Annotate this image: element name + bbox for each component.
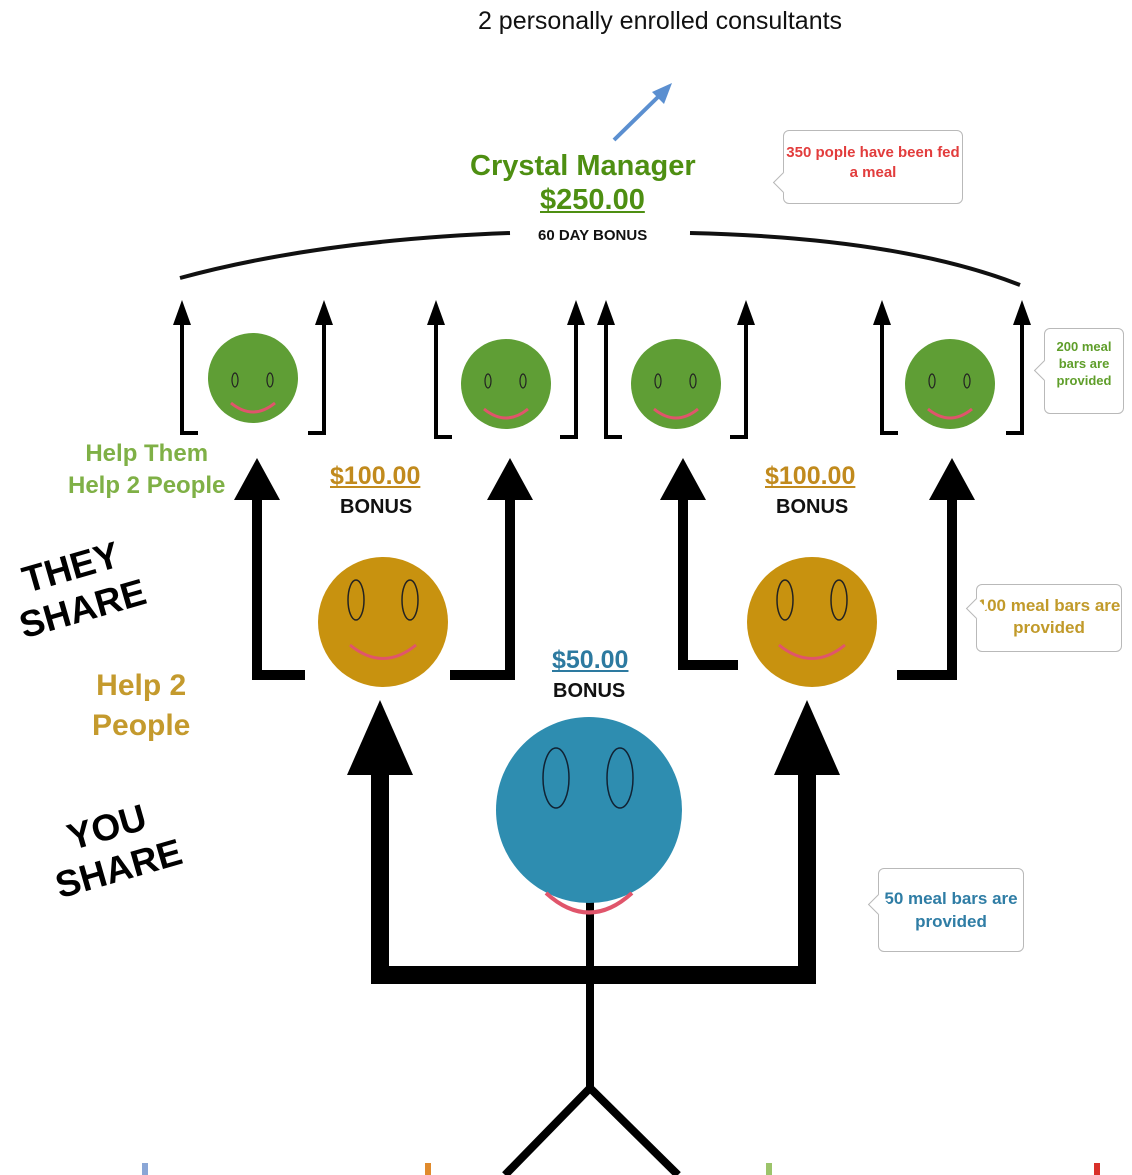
- level1-bonus-amount: $50.00: [552, 646, 629, 674]
- personally-enrolled-note: 2 personally enrolled consultants: [477, 7, 843, 35]
- meals-fed-callout: 350 pople have been fed a meal: [772, 130, 963, 204]
- you-face-icon: [496, 717, 682, 915]
- bonus-arc-right: [689, 231, 1021, 287]
- bars-100-text: 100 meal bars are provided: [977, 596, 1121, 637]
- help-two-people-label: Help 2 People: [92, 669, 191, 742]
- level3-face-icon-4: [905, 339, 995, 429]
- level1-arrow-right: [774, 700, 840, 775]
- level3-face-icon-1: [208, 333, 298, 423]
- level2-bonus-label-right: BONUS: [776, 496, 849, 518]
- they-face-icon-right: [747, 557, 877, 687]
- bars-200-text: 200 meal bars are provided: [1056, 339, 1112, 388]
- bonus-arc-left: [179, 231, 511, 280]
- they-face-icon-left: [318, 557, 448, 687]
- level2-bonus-label-left: BONUS: [340, 496, 413, 518]
- level1-arrow-left: [347, 700, 413, 775]
- level3-face-icon-3: [631, 339, 721, 429]
- bars-50-callout: 50 meal bars are provided: [867, 868, 1024, 952]
- level2-bonus-amount-left: $100.00: [330, 462, 421, 490]
- crystal-manager-title: Crystal Manager: [470, 150, 696, 182]
- level3-arrowheads: [173, 300, 1031, 325]
- help-them-label: Help Them Help 2 People: [68, 440, 226, 499]
- level3-face-icon-2: [461, 339, 551, 429]
- bottom-colored-ticks: [142, 1163, 1100, 1175]
- bars-200-callout: 200 meal bars are provided: [1033, 328, 1124, 414]
- level3-brackets: [180, 325, 1024, 439]
- blue-arrow-head: [652, 83, 672, 104]
- meals-fed-text: 350 pople have been fed a meal: [786, 144, 960, 181]
- blue-pointer-arrow: [612, 93, 662, 142]
- level2-bracket-right: [660, 458, 975, 680]
- level1-arms: [347, 700, 840, 984]
- stick-figure: [502, 880, 681, 1175]
- bars-50-text: 50 meal bars are provided: [884, 889, 1018, 931]
- level2-bonus-amount-right: $100.00: [765, 462, 856, 490]
- level1-bonus-label: BONUS: [553, 680, 626, 702]
- level2-bracket-left: [234, 458, 533, 680]
- bars-100-callout: 100 meal bars are provided: [965, 584, 1122, 652]
- crystal-bonus-label: 60 DAY BONUS: [538, 227, 648, 244]
- crystal-bonus-amount: $250.00: [540, 184, 645, 216]
